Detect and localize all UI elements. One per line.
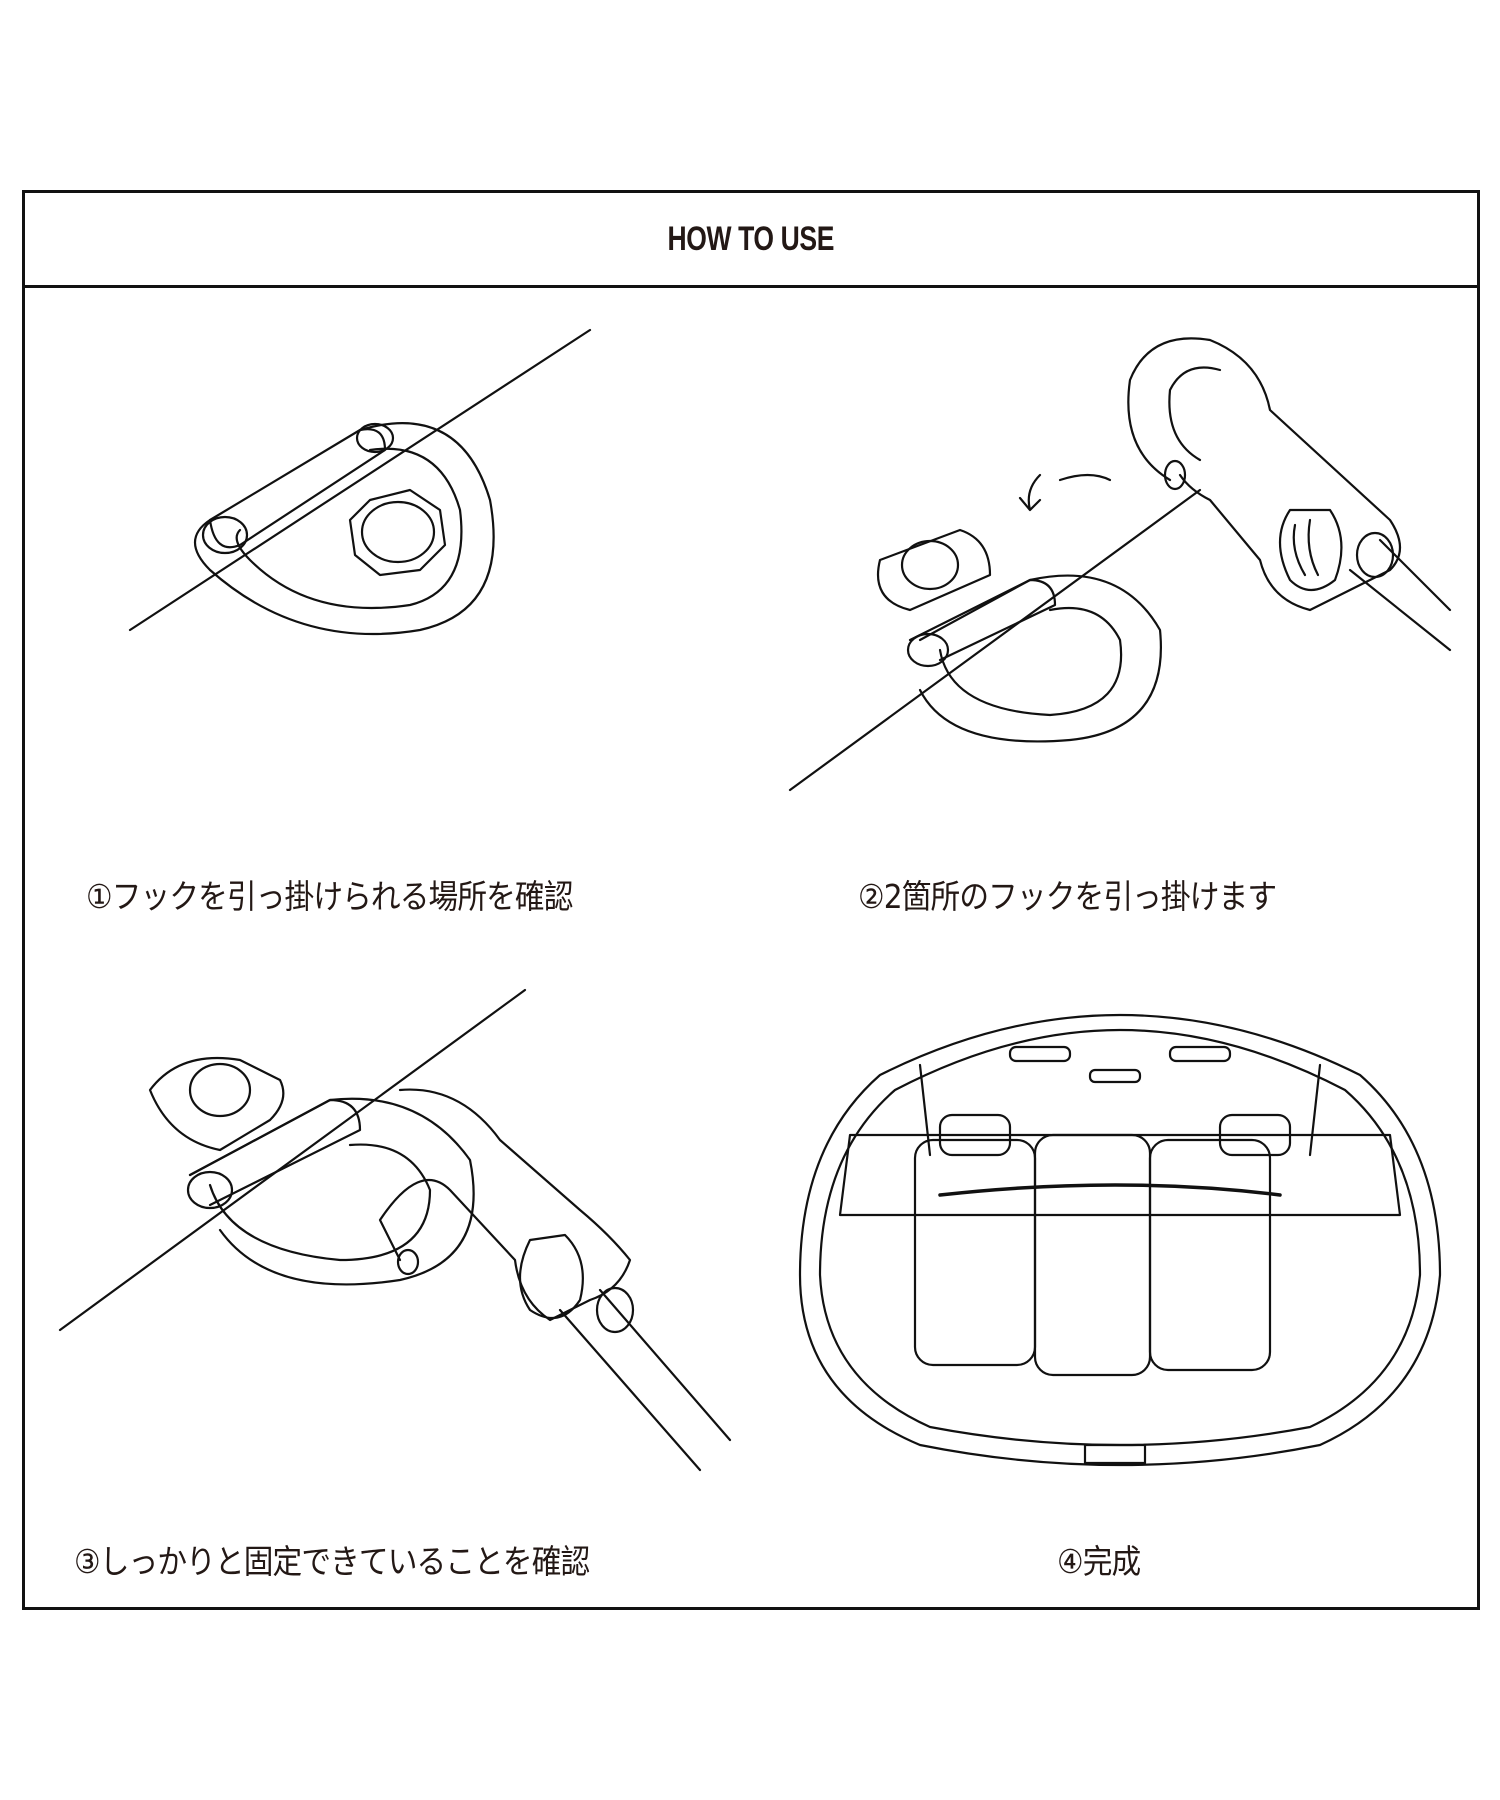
panel-header: HOW TO USE <box>25 193 1477 288</box>
step-1-caption: ①フックを引っ掛けられる場所を確認 <box>86 877 573 916</box>
car-trunk-secured-illustration <box>798 1013 1442 1467</box>
d-ring-anchor-illustration <box>128 328 592 636</box>
how-to-use-panel: HOW TO USE <box>22 190 1480 1610</box>
step-2-caption: ②2箇所のフックを引っ掛けます <box>858 877 1277 916</box>
page-title: HOW TO USE <box>667 219 835 258</box>
hook-attaching-illustration <box>788 337 1452 792</box>
step-4-caption: ④完成 <box>1057 1542 1141 1581</box>
step-3-caption: ③しっかりと固定できていることを確認 <box>74 1542 590 1581</box>
hook-attached-illustration <box>58 988 732 1472</box>
